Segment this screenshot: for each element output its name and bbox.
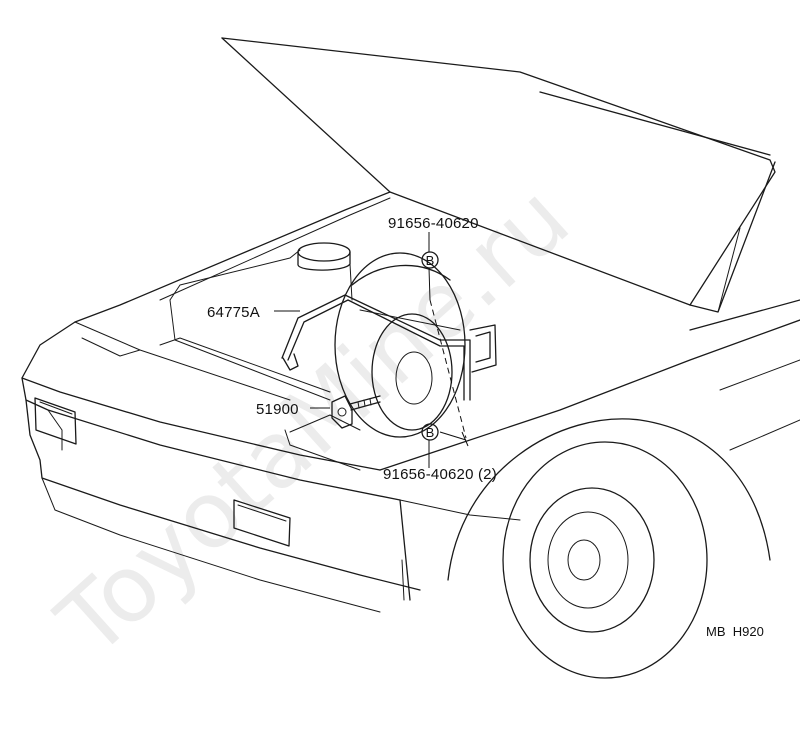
svg-text:B: B — [426, 253, 435, 268]
diagram-reference-code: MB H920 — [706, 624, 764, 639]
watermark-text: ToyotaMine.ru — [37, 165, 589, 677]
support-rod-drawing — [281, 294, 497, 401]
marker-b-bottom: B — [421, 423, 439, 441]
clamp-bolt-drawing — [331, 395, 381, 429]
part-label-rod-bottom-clip: 91656-40620 (2) — [383, 466, 497, 483]
compartment-drawing — [159, 242, 361, 471]
part-label-clamp-bolt: 51900 — [256, 401, 299, 418]
svg-text:B: B — [426, 425, 435, 440]
car-body-drawing — [21, 191, 800, 679]
leader-lines — [274, 232, 469, 468]
part-label-rod-top-clip: 91656-40620 — [388, 215, 479, 232]
marker-b-top: B — [421, 251, 439, 269]
part-label-support-rod: 64775A — [207, 304, 260, 321]
spare-tire-drawing — [334, 252, 466, 438]
